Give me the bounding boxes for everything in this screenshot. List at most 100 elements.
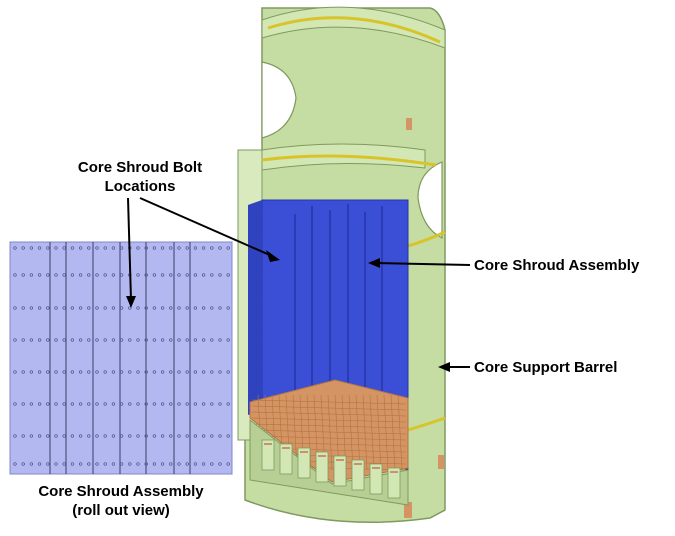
rollout-bolt-hole	[136, 246, 140, 250]
rollout-bolt-hole	[193, 370, 198, 374]
rollout-bolt-hole	[201, 338, 206, 342]
rollout-bolt-hole	[193, 462, 198, 466]
bolt-leader-left-head	[126, 296, 136, 308]
rollout-bolt-hole	[37, 462, 42, 466]
rollout-bolt-hole	[218, 338, 222, 342]
rollout-bolt-hole	[37, 246, 42, 250]
barrel-nozzle-cutout-upper	[261, 61, 297, 139]
rollout-bolt-hole	[78, 370, 83, 374]
rollout-bolt-hole	[226, 273, 230, 277]
rollout-bolt-hole	[136, 370, 140, 374]
rollout-bolt-hole	[29, 306, 34, 310]
rollout-bolt-hole	[37, 402, 42, 406]
rollout-bolt-hole	[119, 462, 124, 466]
rollout-bolt-hole	[177, 370, 181, 374]
rollout-caption-line2: (roll out view)	[72, 502, 170, 519]
rollout-bolt-hole	[87, 434, 91, 438]
lower-support-cells	[261, 439, 401, 499]
lower-support-cell	[297, 447, 311, 479]
core-plate-grid-line	[251, 405, 407, 411]
rollout-bolt-hole	[111, 273, 116, 277]
barrel-ring-lower	[407, 416, 446, 432]
rollout-bolt-hole	[144, 246, 148, 250]
annotation-arrows	[126, 197, 471, 372]
barrel-bracket-upper	[406, 118, 412, 130]
rollout-bolt-hole	[177, 246, 181, 250]
core-plate-grid-line	[362, 394, 368, 471]
rollout-bolt-hole	[193, 306, 198, 310]
rollout-bolt-hole	[152, 306, 157, 310]
rollout-bolt-hole	[21, 462, 25, 466]
rollout-bolt-hole	[128, 402, 132, 406]
rollout-bolt-hole	[13, 338, 17, 342]
rollout-bolt-hole	[144, 273, 148, 277]
rollout-bolt-hole	[210, 338, 214, 342]
rollout-bolt-hole	[70, 370, 75, 374]
bolt-leader-right	[139, 197, 273, 257]
rollout-bolt-hole	[210, 402, 214, 406]
rollout-bolt-hole	[21, 273, 25, 277]
rollout-bolt-hole	[218, 402, 222, 406]
rollout-bolt-hole	[37, 434, 42, 438]
rollout-bolt-hole	[201, 462, 206, 466]
rollout-bolt-hole	[119, 306, 124, 310]
bolt-locations-label-line1: Core Shroud Bolt	[77, 159, 203, 176]
rollout-bolt-hole	[95, 246, 99, 250]
barrel-ring-mid	[407, 230, 446, 248]
rollout-bolt-hole	[13, 462, 17, 466]
rollout-bolt-hole	[169, 434, 173, 438]
rollout-bolt-hole	[29, 462, 34, 466]
rollout-bolt-hole	[119, 273, 124, 277]
rollout-bolt-hole	[152, 370, 157, 374]
rollout-bolt-hole	[185, 370, 189, 374]
rollout-bolt-hole	[13, 434, 17, 438]
rollout-bolt-hole	[169, 306, 173, 310]
rollout-bolt-hole	[87, 246, 91, 250]
rollout-bolt-hole	[103, 306, 107, 310]
rollout-bolt-hole	[87, 306, 91, 310]
barrel-leader-head	[438, 362, 450, 372]
rollout-bolt-hole	[54, 306, 58, 310]
rollout-bolt-hole	[193, 434, 198, 438]
rollout-bolt-hole	[136, 273, 140, 277]
rollout-bolt-hole	[136, 338, 140, 342]
rollout-bolt-hole	[13, 370, 17, 374]
rollout-bolt-hole	[29, 402, 34, 406]
core-plate-grid-line	[251, 411, 407, 417]
rollout-bolt-hole	[177, 434, 181, 438]
core-plate-surface	[249, 379, 409, 483]
shroud-leader-head	[368, 258, 380, 268]
rollout-bolt-hole	[218, 434, 222, 438]
core-shroud-assembly-label: Core Shroud Assembly	[474, 257, 640, 274]
rollout-bolt-hole	[54, 246, 58, 250]
rollout-bolt-hole	[160, 246, 165, 250]
shroud-left-edge	[248, 200, 262, 415]
rollout-bolt-hole	[37, 273, 42, 277]
rollout-bolt-hole	[95, 338, 99, 342]
rollout-bolt-hole	[136, 402, 140, 406]
rollout-bolt-hole	[177, 273, 181, 277]
rollout-bolt-hole	[37, 306, 42, 310]
rollout-bolt-hole	[62, 462, 66, 466]
rollout-bolt-hole	[103, 246, 107, 250]
rollout-bolt-hole	[218, 462, 222, 466]
rollout-bolt-hole	[177, 462, 181, 466]
rollout-bolt-hole	[193, 402, 198, 406]
rollout-bolt-hole	[78, 402, 83, 406]
rollout-bolt-hole	[160, 370, 165, 374]
rollout-bolt-hole	[210, 273, 214, 277]
rollout-bolt-hole	[70, 462, 75, 466]
lower-support-cell	[333, 455, 347, 487]
rollout-bolt-hole	[103, 338, 107, 342]
rollout-bolt-hole	[226, 370, 230, 374]
lower-support-cell	[279, 443, 293, 475]
rollout-bolt-hole	[193, 273, 198, 277]
rollout-bolt-hole	[29, 370, 34, 374]
rollout-bolt-hole	[103, 462, 107, 466]
rollout-bolt-hole	[210, 434, 214, 438]
rollout-bolt-hole	[95, 462, 99, 466]
rollout-bolt-hole	[70, 402, 75, 406]
rollout-bolt-hole	[136, 306, 140, 310]
rollout-bolt-holes	[13, 246, 230, 466]
